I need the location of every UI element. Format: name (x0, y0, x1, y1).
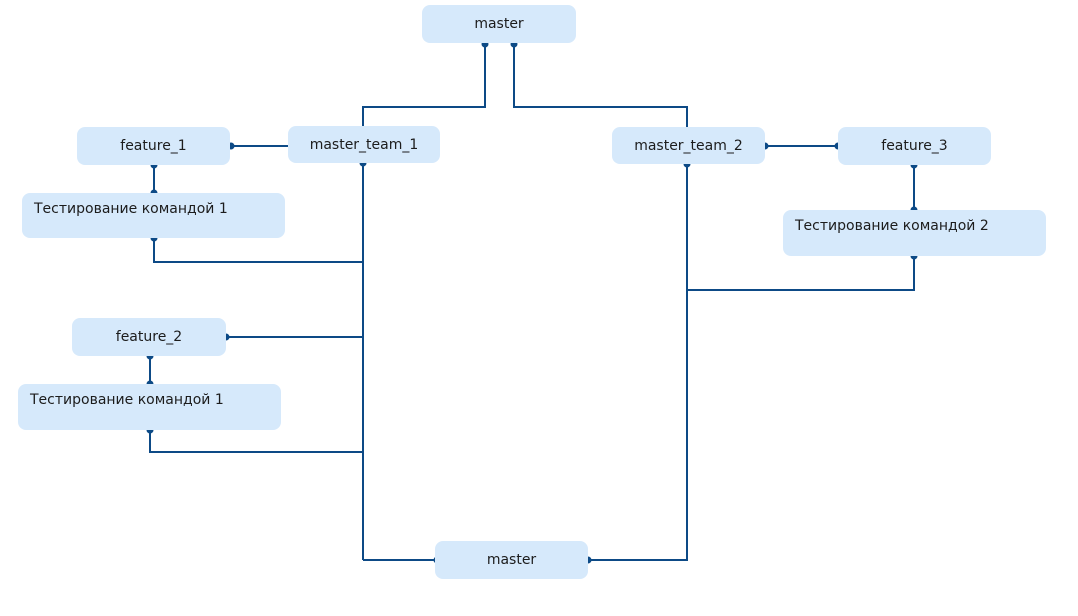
node-feature-2[interactable]: feature_2 (72, 318, 226, 356)
edge-test-1a-to-trunk (153, 238, 363, 263)
edge-test-2-to-trunk (687, 256, 915, 291)
node-test-team-1-a[interactable]: Тестирование командой 1 (22, 193, 285, 238)
node-test-team-2[interactable]: Тестирование командой 2 (783, 210, 1046, 256)
edge-master-team-2-trunk (588, 164, 688, 561)
node-test-team-1-b[interactable]: Тестирование командой 1 (18, 384, 281, 430)
edge-master-to-master-team-2 (513, 44, 688, 127)
node-master-team-2[interactable]: master_team_2 (612, 127, 765, 164)
node-feature-1[interactable]: feature_1 (77, 127, 230, 165)
node-master-top[interactable]: master (422, 5, 576, 43)
edge-master-to-master-team-1 (362, 44, 486, 126)
node-master-team-1[interactable]: master_team_1 (288, 126, 440, 163)
edge-test-1b-to-trunk (149, 430, 363, 453)
node-master-bottom[interactable]: master (435, 541, 588, 579)
node-feature-3[interactable]: feature_3 (838, 127, 991, 165)
